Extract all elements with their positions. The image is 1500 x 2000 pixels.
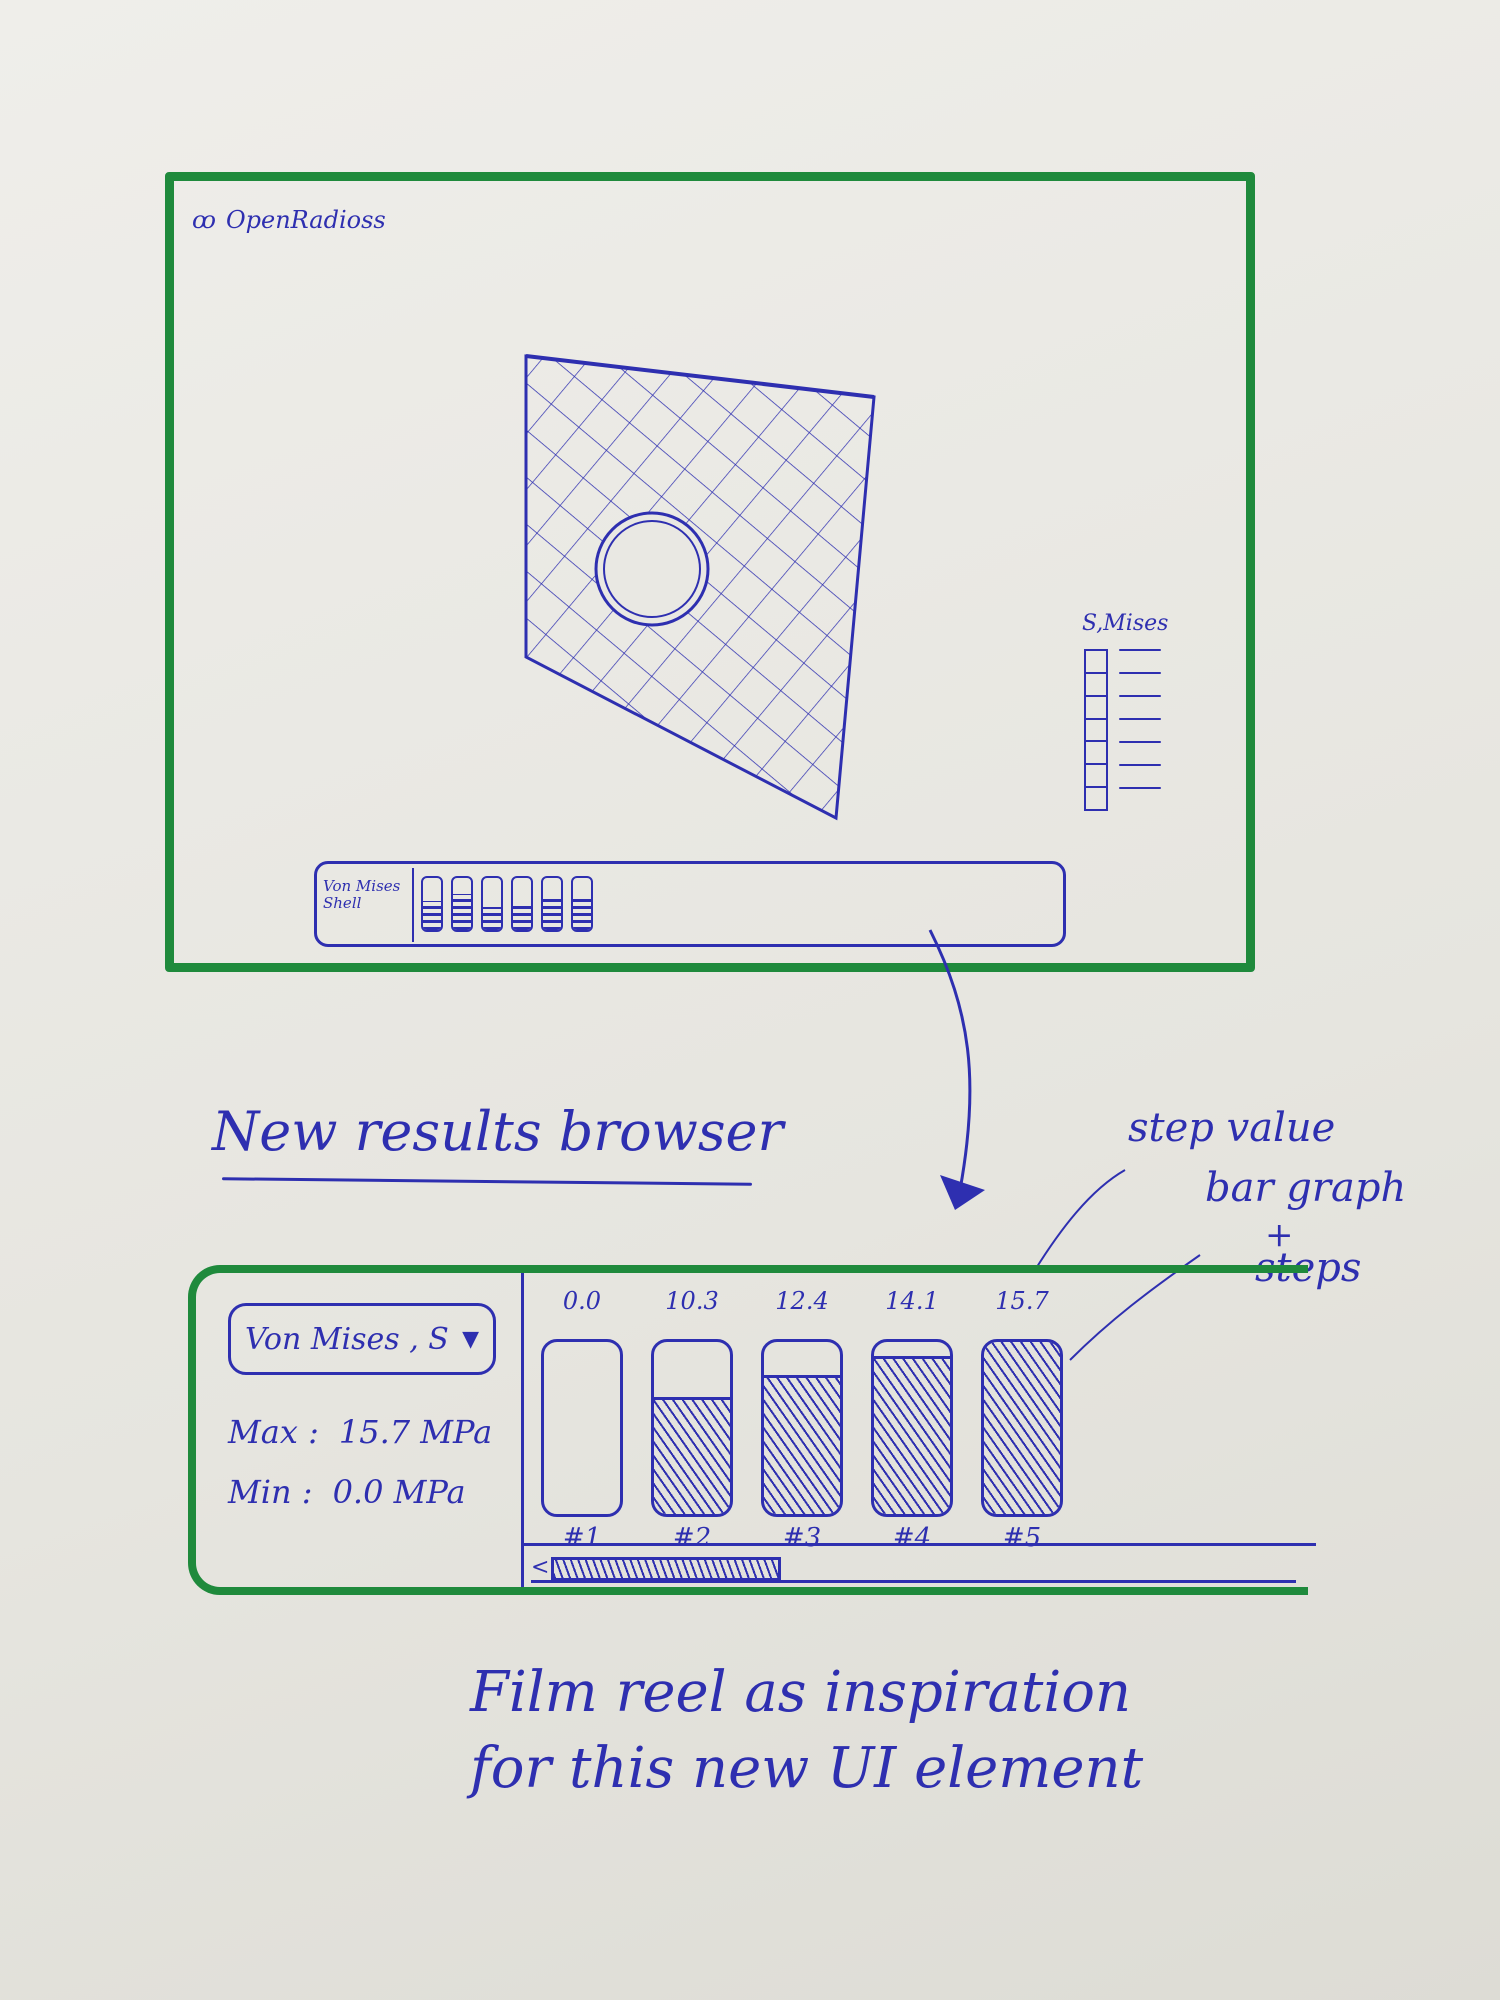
mini-browser-label: Von Mises Shell xyxy=(323,877,401,912)
color-legend xyxy=(1084,649,1108,811)
max-value: 15.7 MPa xyxy=(338,1413,493,1451)
mini-step-cell[interactable] xyxy=(421,876,443,932)
annotation-step-value: step value xyxy=(1128,1105,1336,1151)
step-value: 0.0 xyxy=(562,1287,602,1315)
step-label: #1 xyxy=(562,1523,602,1553)
step-frame[interactable]: 12.4 #3 xyxy=(761,1287,843,1557)
mini-step-cell[interactable] xyxy=(571,876,593,932)
reel-baseline xyxy=(524,1543,1316,1546)
min-value: 0.0 MPa xyxy=(332,1473,466,1511)
plate-hole xyxy=(594,511,710,627)
mini-step-fill xyxy=(513,904,531,930)
mini-step-fill xyxy=(453,893,471,930)
mini-step-fill xyxy=(573,898,591,930)
result-type-dropdown[interactable]: Von Mises , S ▼ xyxy=(228,1303,496,1375)
mini-step-fill xyxy=(543,896,561,930)
min-stat: Min : 0.0 MPa xyxy=(228,1473,466,1511)
footnote-line-2: for this new UI element xyxy=(470,1736,1144,1801)
reel-scrollbar[interactable]: < xyxy=(531,1553,1296,1583)
results-control-panel: Von Mises , S ▼ Max : 15.7 MPa Min : 0.0… xyxy=(216,1273,516,1587)
mini-step-fill xyxy=(423,901,441,930)
mini-step-cell[interactable] xyxy=(511,876,533,932)
step-frame[interactable]: 0.0 #1 xyxy=(541,1287,623,1557)
step-value: 15.7 xyxy=(995,1287,1049,1315)
step-bar xyxy=(651,1339,733,1517)
step-bar xyxy=(981,1339,1063,1517)
step-bar-fill xyxy=(764,1375,840,1514)
max-label: Max : xyxy=(228,1413,319,1451)
step-bar-fill xyxy=(654,1397,730,1514)
min-label: Min : xyxy=(228,1473,313,1511)
legend-title: S,Mises xyxy=(1082,611,1169,636)
step-label: #3 xyxy=(782,1523,822,1553)
openradioss-logo-icon: ꝏ xyxy=(192,206,216,234)
arrow-icon xyxy=(928,929,985,1210)
scroll-thumb[interactable] xyxy=(551,1557,781,1581)
step-label: #5 xyxy=(1002,1523,1042,1553)
mini-results-browser[interactable]: Von Mises Shell xyxy=(314,861,1066,947)
step-bar-fill xyxy=(874,1356,950,1514)
step-value: 14.1 xyxy=(885,1287,939,1315)
section-heading: New results browser xyxy=(212,1100,784,1163)
annotation-plus: + xyxy=(1265,1215,1294,1255)
step-value: 12.4 xyxy=(775,1287,829,1315)
panel-divider xyxy=(521,1273,524,1587)
mini-divider xyxy=(412,868,414,942)
app-title: OpenRadioss xyxy=(225,206,386,234)
step-frame[interactable]: 14.1 #4 xyxy=(871,1287,953,1557)
footnote: Film reel as inspiration for this new UI… xyxy=(470,1655,1143,1807)
mini-step-cells xyxy=(421,876,593,932)
mini-step-fill xyxy=(483,906,501,930)
step-frame[interactable]: 15.7 #5 xyxy=(981,1287,1063,1557)
model-viewport[interactable] xyxy=(174,181,1246,961)
mini-step-cell[interactable] xyxy=(481,876,503,932)
step-bar xyxy=(761,1339,843,1517)
step-frame[interactable]: 10.3 #2 xyxy=(651,1287,733,1557)
annotation-bar-graph: bar graph xyxy=(1205,1165,1407,1211)
step-bar xyxy=(871,1339,953,1517)
step-reel: 0.0 #1 10.3 #2 12.4 #3 14.1 #4 15.7 #5 xyxy=(541,1287,1063,1557)
step-value: 10.3 xyxy=(665,1287,719,1315)
step-label: #2 xyxy=(672,1523,712,1553)
step-label: #4 xyxy=(892,1523,932,1553)
app-window: ꝏ OpenRadioss S,Mises Von Mises Shell xyxy=(165,172,1255,972)
dropdown-value: Von Mises , S xyxy=(245,1321,449,1357)
max-stat: Max : 15.7 MPa xyxy=(228,1413,492,1451)
app-logo: ꝏ OpenRadioss xyxy=(192,206,386,234)
footnote-line-1: Film reel as inspiration xyxy=(470,1660,1132,1725)
scroll-left-button[interactable]: < xyxy=(531,1555,550,1580)
legend-tick-labels xyxy=(1119,649,1161,810)
mini-step-cell[interactable] xyxy=(451,876,473,932)
mini-step-cell[interactable] xyxy=(541,876,563,932)
step-bar-fill xyxy=(984,1342,1060,1514)
results-browser: Von Mises , S ▼ Max : 15.7 MPa Min : 0.0… xyxy=(188,1265,1316,1595)
step-bar xyxy=(541,1339,623,1517)
chevron-down-icon[interactable]: ▼ xyxy=(462,1326,479,1352)
